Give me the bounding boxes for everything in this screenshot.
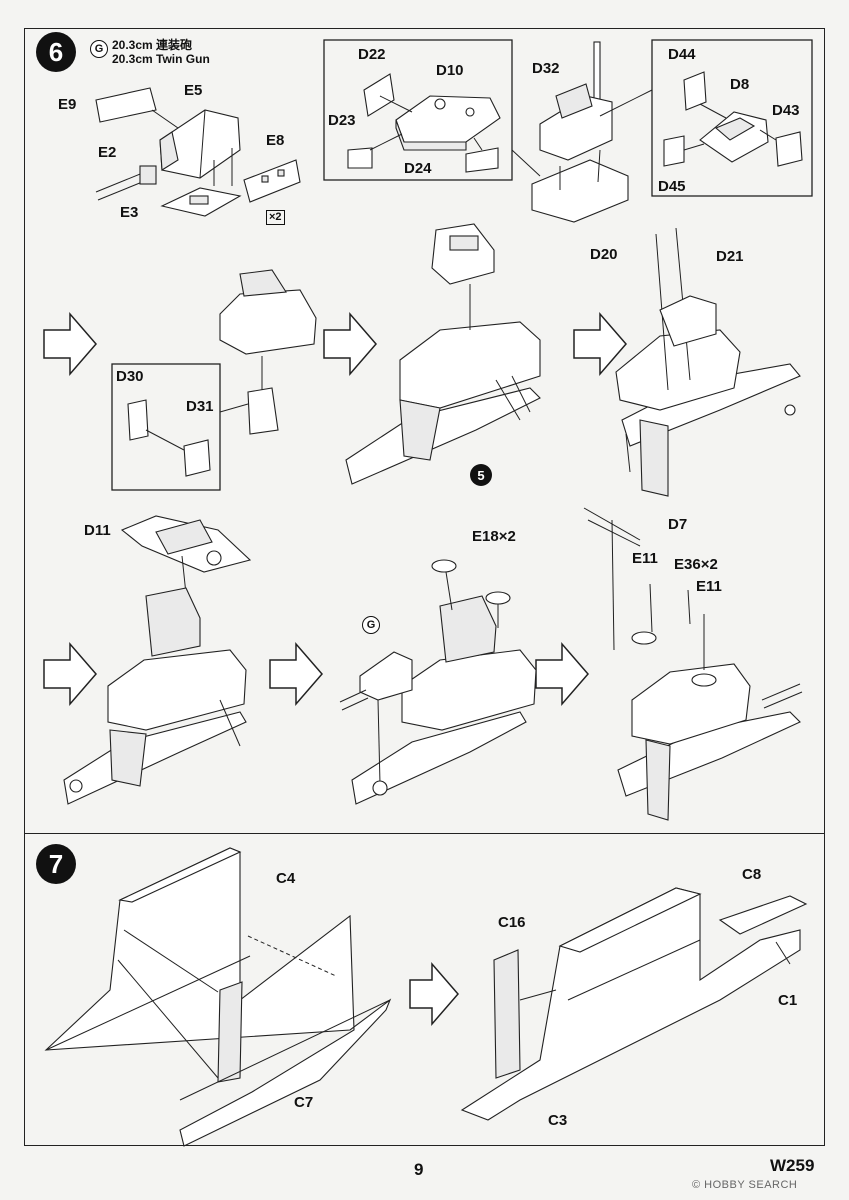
part-label-e18x2: E18×2 bbox=[472, 528, 516, 545]
step-7-badge: 7 bbox=[36, 844, 76, 884]
page-number: 9 bbox=[414, 1160, 424, 1179]
flow-arrow-5 bbox=[269, 641, 323, 707]
part-label-d20: D20 bbox=[590, 246, 618, 263]
part-label-e3: E3 bbox=[120, 204, 139, 221]
step6-title-cn: 20.3cm 連装砲 bbox=[112, 38, 193, 52]
part-label-d8: D8 bbox=[730, 76, 750, 93]
flow-arrow-6 bbox=[535, 641, 589, 707]
part-label-e11-a: E11 bbox=[632, 550, 658, 567]
flow-arrow-7 bbox=[409, 961, 459, 1027]
part-label-d7: D7 bbox=[668, 516, 688, 533]
step-6-badge: 6 bbox=[36, 32, 76, 72]
part-label-e11-b: E11 bbox=[696, 578, 722, 595]
turret-e5-housing bbox=[159, 109, 241, 179]
step-divider bbox=[24, 833, 825, 834]
part-label-c1: C1 bbox=[778, 992, 798, 1009]
part-label-d11: D11 bbox=[84, 522, 111, 539]
part-label-e8: E8 bbox=[266, 132, 285, 149]
turret-e9-plate bbox=[95, 87, 157, 123]
part-label-d32: D32 bbox=[532, 60, 560, 77]
part-label-e36x2: E36×2 bbox=[674, 556, 718, 573]
part-label-e2: E2 bbox=[98, 144, 117, 161]
part-label-d24: D24 bbox=[404, 160, 432, 177]
part-label-c16: C16 bbox=[498, 914, 526, 931]
flow-arrow-4 bbox=[43, 641, 97, 707]
part-label-d30: D30 bbox=[116, 368, 144, 385]
flow-arrow-2 bbox=[323, 311, 377, 377]
subassembly-box-d10 bbox=[323, 39, 513, 181]
part-label-c8: C8 bbox=[742, 866, 762, 883]
part-label-c4: C4 bbox=[276, 870, 296, 887]
g-part-badge: G bbox=[90, 40, 108, 58]
flow-arrow-3 bbox=[573, 311, 627, 377]
part-label-e5: E5 bbox=[184, 82, 203, 99]
part-label-d22: D22 bbox=[358, 46, 386, 63]
turret-e8-side bbox=[243, 159, 301, 203]
part-label-d43: D43 bbox=[772, 102, 800, 119]
subassembly-box-d8 bbox=[651, 39, 813, 197]
part-label-d21: D21 bbox=[716, 248, 744, 265]
subassembly-box-d30 bbox=[111, 363, 221, 491]
page-frame bbox=[24, 28, 825, 1146]
part-label-d23: D23 bbox=[328, 112, 356, 129]
flow-arrow-1 bbox=[43, 311, 97, 377]
step6-title-en: 20.3cm Twin Gun bbox=[112, 52, 210, 66]
turret-e3-base bbox=[160, 187, 242, 217]
part-label-d31: D31 bbox=[186, 398, 214, 415]
part-label-c7: C7 bbox=[294, 1094, 314, 1111]
kit-code: W259 bbox=[770, 1156, 815, 1175]
g-part-badge-2: G bbox=[362, 616, 380, 634]
part-label-d44: D44 bbox=[668, 46, 696, 63]
turret-e2-barrels bbox=[95, 165, 157, 201]
subassembly-5-badge: 5 bbox=[470, 464, 492, 486]
part-label-c3: C3 bbox=[548, 1112, 568, 1129]
part-label-d45: D45 bbox=[658, 178, 686, 195]
quantity-badge-x2: ×2 bbox=[266, 210, 285, 225]
part-label-e9: E9 bbox=[58, 96, 77, 113]
watermark: © HOBBY SEARCH bbox=[692, 1179, 798, 1191]
part-label-d10: D10 bbox=[436, 62, 464, 79]
